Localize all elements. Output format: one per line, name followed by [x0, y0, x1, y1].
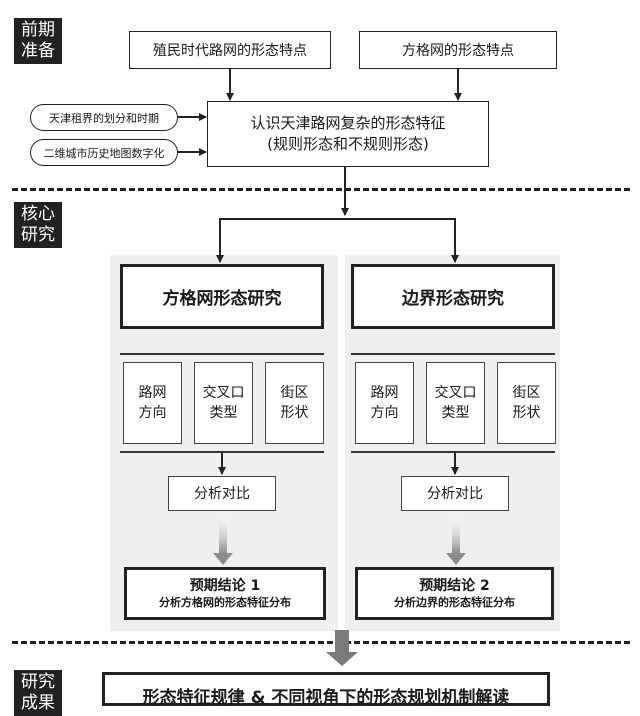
item-right-road-direction-line-1: 路网	[370, 385, 399, 401]
split-connector	[219, 218, 459, 263]
stage-label-result-line-1: 研究	[21, 672, 55, 692]
section-divider-1	[12, 188, 630, 191]
item-right-intersection-type: 交叉口 类型	[426, 362, 485, 444]
item-left-road-direction: 路网 方向	[123, 362, 182, 444]
rule-right-top	[351, 353, 555, 355]
box-colonial-road-network-text: 殖民时代路网的形态特点	[153, 43, 307, 59]
title-boundary-study: 边界形态研究	[351, 264, 555, 329]
item-left-intersection-type-line-1: 交叉口	[202, 385, 245, 401]
box-right-analysis: 分析对比	[401, 476, 509, 511]
title-grid-study: 方格网形态研究	[120, 264, 324, 329]
rule-right-bottom	[351, 451, 555, 453]
conclusion-2-text: 分析边界的形态特征分布	[394, 595, 515, 609]
final-result-box: 形态特征规律 & 不同视角下的形态规划机制解读	[102, 672, 550, 708]
box-right-analysis-text: 分析对比	[427, 485, 483, 502]
stage-label-prep-line-2: 准备	[21, 41, 55, 61]
item-right-intersection-type-line-1: 交叉口	[434, 385, 477, 401]
box-colonial-road-network: 殖民时代路网的形态特点	[129, 31, 331, 69]
item-right-block-shape-line-2: 形状	[512, 405, 541, 421]
item-right-road-direction-line-2: 方向	[370, 405, 399, 421]
stage-label-prep-line-1: 前期	[21, 20, 55, 40]
conclusion-2: 预期结论 2 分析边界的形态特征分布	[355, 567, 554, 620]
item-left-block-shape-line-2: 形状	[280, 405, 309, 421]
title-boundary-study-text: 边界形态研究	[402, 289, 504, 309]
box-grid-features: 方格网的形态特点	[359, 31, 557, 69]
item-right-block-shape-line-1: 街区	[512, 385, 541, 401]
item-left-block-shape-line-1: 街区	[280, 385, 309, 401]
conclusion-2-title: 预期结论 2	[419, 577, 490, 594]
box-understand-features-line-2: (规则形态和不规则形态)	[267, 135, 429, 153]
box-left-analysis: 分析对比	[168, 476, 276, 511]
item-left-intersection-type: 交叉口 类型	[194, 362, 253, 444]
box-understand-features-line-1: 认识天津路网复杂的形态特征	[250, 114, 446, 132]
box-grid-features-text: 方格网的形态特点	[402, 43, 514, 59]
item-left-road-direction-line-1: 路网	[138, 385, 167, 401]
rule-left-top	[120, 353, 324, 355]
item-right-road-direction: 路网 方向	[355, 362, 414, 444]
stage-label-prep: 前期 准备	[14, 18, 62, 64]
conclusion-1-text: 分析方格网的形态特征分布	[159, 595, 291, 609]
stage-label-core-line-1: 核心	[21, 204, 55, 224]
item-right-intersection-type-line-2: 类型	[441, 405, 470, 421]
pill-concession-periods: 天津租界的划分和时期	[30, 104, 178, 131]
title-grid-study-text: 方格网形态研究	[162, 289, 282, 309]
stage-label-core-line-2: 研究	[21, 225, 55, 245]
box-understand-features: 认识天津路网复杂的形态特征 (规则形态和不规则形态)	[207, 101, 489, 167]
pill-map-digitization-text: 二维城市历史地图数字化	[43, 146, 165, 160]
item-right-block-shape: 街区 形状	[497, 362, 556, 444]
final-result-text: 形态特征规律 & 不同视角下的形态规划机制解读	[142, 688, 510, 708]
fade-arrow-left-shaft	[219, 515, 227, 553]
rule-left-bottom	[120, 451, 324, 453]
item-left-intersection-type-line-2: 类型	[209, 405, 238, 421]
big-arrow-head	[326, 652, 358, 666]
fade-arrow-right-head	[446, 553, 466, 565]
item-left-road-direction-line-2: 方向	[138, 405, 167, 421]
fade-arrow-right-shaft	[452, 515, 460, 553]
conclusion-1: 预期结论 1 分析方格网的形态特征分布	[124, 567, 326, 620]
stage-label-core: 核心 研究	[14, 202, 62, 248]
conclusion-1-title: 预期结论 1	[189, 577, 261, 594]
item-left-block-shape: 街区 形状	[265, 362, 324, 444]
section-divider-2	[12, 641, 630, 644]
big-arrow-shaft	[335, 630, 349, 652]
box-left-analysis-text: 分析对比	[194, 485, 250, 502]
fade-arrow-left-head	[213, 553, 233, 565]
pill-concession-periods-text: 天津租界的划分和时期	[49, 111, 159, 125]
pill-map-digitization: 二维城市历史地图数字化	[30, 139, 178, 166]
